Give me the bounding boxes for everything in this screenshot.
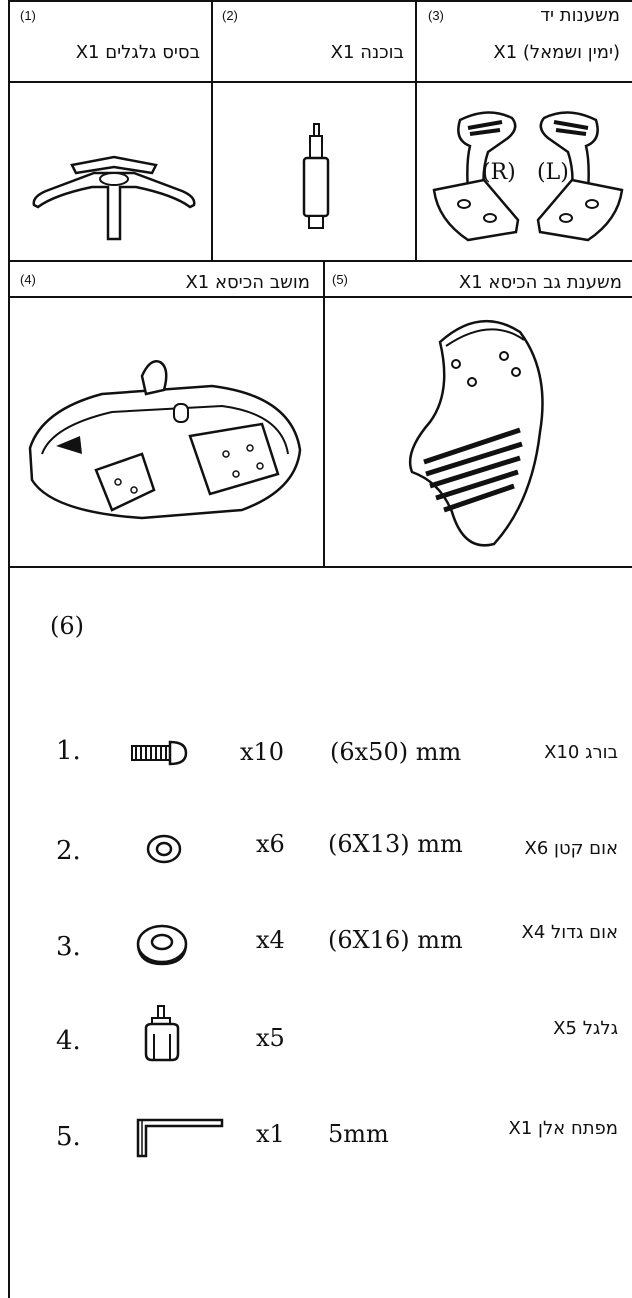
seat-icon [28, 360, 302, 520]
hardware-name: אום גדול X4 [521, 922, 619, 943]
caster-wheel-icon [144, 1005, 180, 1062]
part-number: (5) [332, 272, 348, 287]
hardware-index: 3. [56, 932, 81, 962]
hardware-name: אום קטן X6 [524, 838, 618, 859]
section-number: (6) [50, 612, 84, 640]
hardware-name: בורג X10 [544, 742, 618, 763]
part-name: בסיס גלגלים X1 [75, 42, 200, 63]
backrest-icon [408, 319, 544, 547]
hardware-name: מפתח אלן X1 [508, 1118, 618, 1139]
row2-bottom [8, 566, 632, 568]
part-name-line2: (ימין ושמאל) X1 [493, 42, 620, 63]
hardware-index: 1. [56, 736, 81, 766]
hardware-index: 2. [56, 836, 81, 866]
left-arm-label: (L) [537, 160, 569, 185]
armrests-icon [432, 111, 624, 242]
row2-header-divider [8, 296, 632, 298]
row1-bottom [8, 260, 632, 262]
col-divider-3 [323, 260, 325, 567]
table-left-border [8, 0, 10, 1298]
bolt-icon [131, 740, 188, 766]
hardware-size: 5mm [328, 1120, 389, 1148]
hardware-index: 5. [56, 1122, 81, 1152]
part-number: (2) [222, 8, 238, 23]
part-name: בוכנה X1 [330, 42, 404, 63]
hardware-index: 4. [56, 1026, 81, 1056]
hardware-qty: x1 [256, 1120, 285, 1148]
hardware-size: (6x50) mm [330, 738, 462, 766]
gas-cylinder-icon [302, 123, 330, 229]
part-name: משענת גב הכיסא X1 [458, 272, 622, 293]
right-arm-label: (R) [482, 160, 516, 185]
wheel-base-icon [32, 155, 196, 241]
hardware-qty: x10 [240, 738, 285, 766]
part-number: (3) [428, 8, 444, 23]
hardware-size: (6X13) mm [328, 830, 463, 858]
small-washer-icon [146, 834, 182, 864]
table-top-border [8, 0, 632, 2]
hardware-qty: x4 [256, 926, 285, 954]
hardware-size: (6X16) mm [328, 926, 463, 954]
part-number: (1) [20, 8, 36, 23]
part-name-line1: משענות יד [540, 5, 620, 26]
part-number: (4) [20, 272, 36, 287]
part-name: מושב הכיסא X1 [185, 272, 310, 293]
allen-key-icon [136, 1118, 224, 1158]
row1-header-divider [8, 81, 632, 83]
hardware-qty: x6 [256, 830, 285, 858]
col-divider-2 [415, 0, 417, 261]
col-divider-1 [211, 0, 213, 261]
hardware-name: גלגל X5 [553, 1018, 618, 1039]
hardware-qty: x5 [256, 1024, 285, 1052]
large-washer-icon [136, 924, 188, 966]
